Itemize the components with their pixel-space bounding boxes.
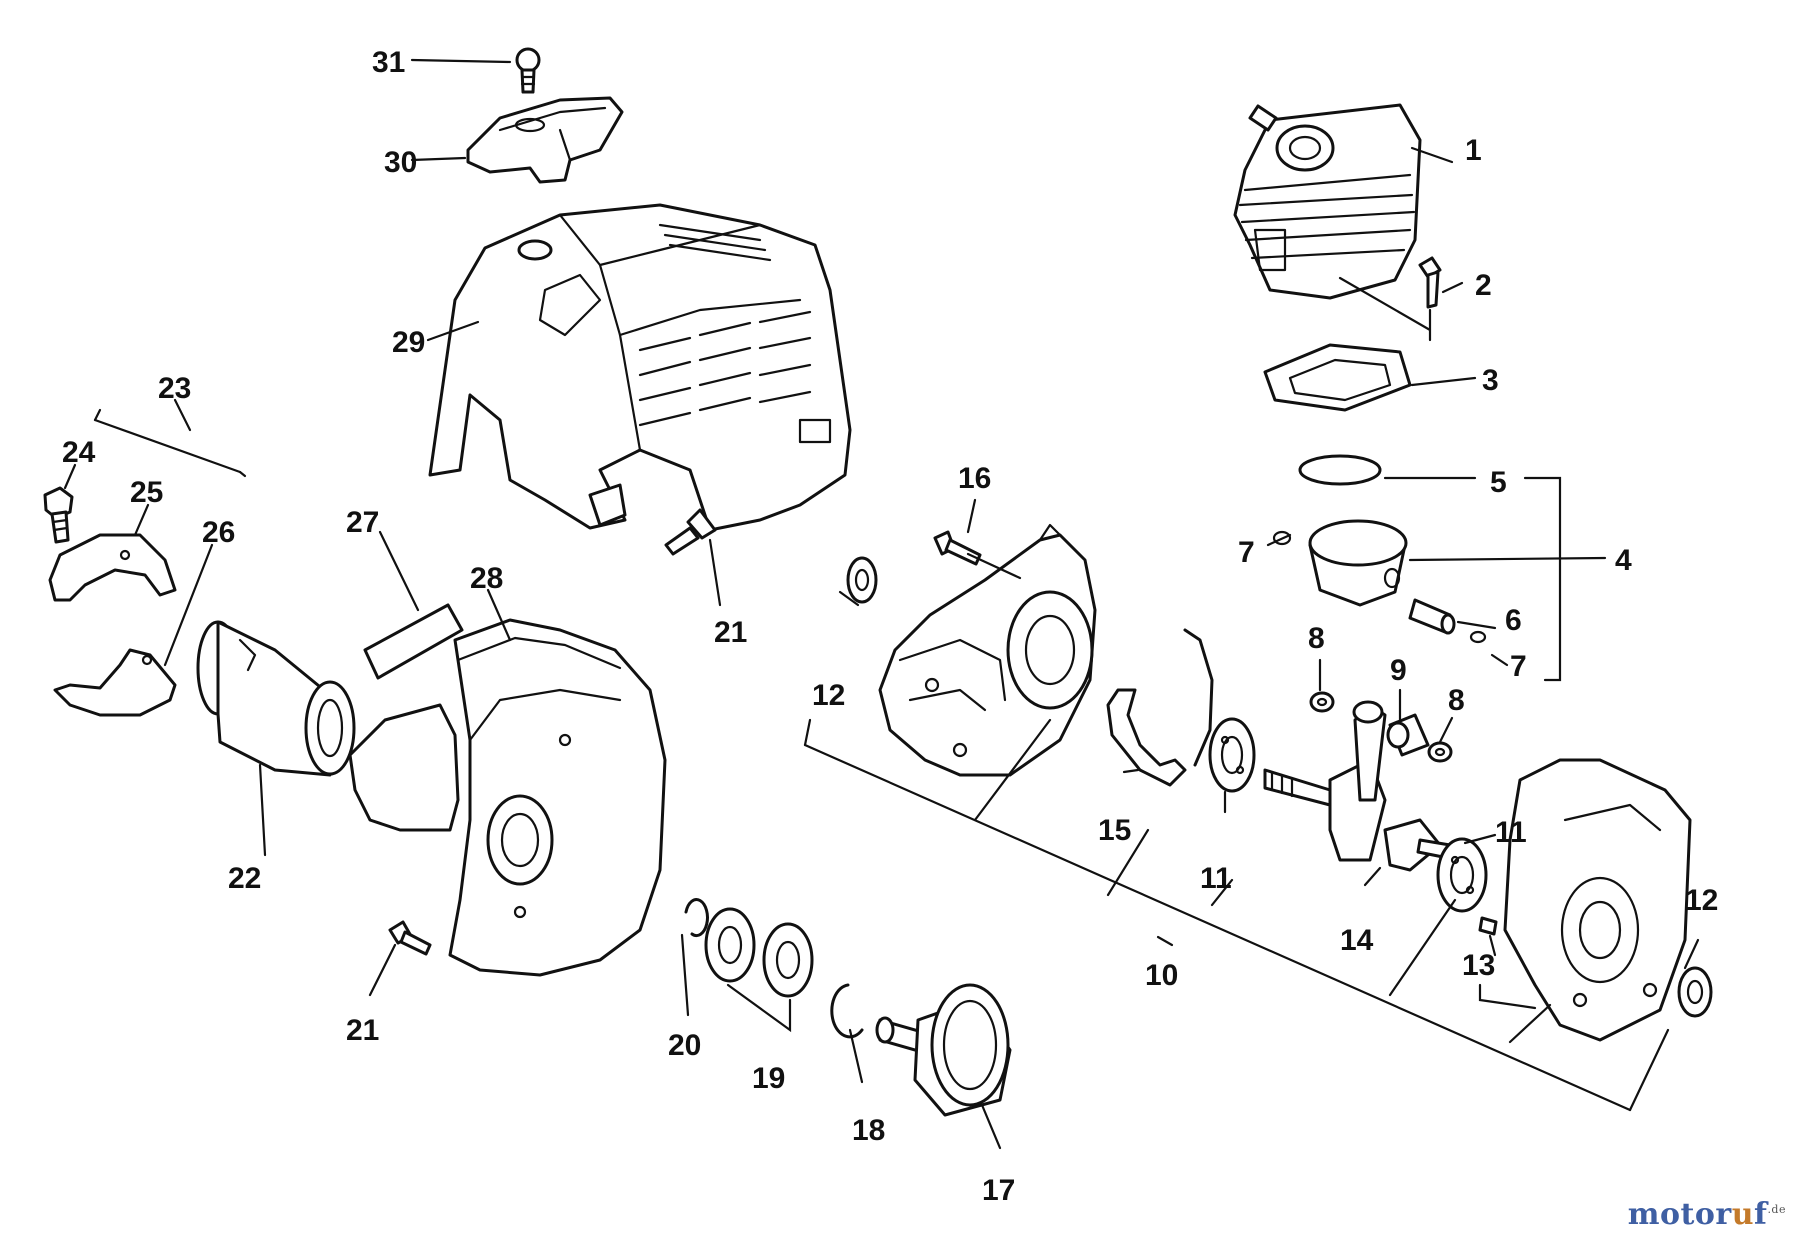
part-19-bearing-pair <box>704 907 814 998</box>
callout-7-lower: 7 <box>1510 650 1527 683</box>
callout-13: 13 <box>1462 949 1495 982</box>
part-30-top-cover <box>466 96 624 184</box>
callout-28: 28 <box>470 562 503 595</box>
callout-31: 31 <box>372 46 405 79</box>
callout-17: 17 <box>982 1174 1015 1207</box>
callout-24: 24 <box>62 436 96 469</box>
part-12-oil-seal-left <box>846 556 878 604</box>
part-10-crankcase-half-left <box>878 523 1097 777</box>
callout-27: 27 <box>346 506 379 539</box>
callout-numbers: 31 30 29 1 2 3 5 4 7 6 7 8 9 8 16 12 15 … <box>62 46 1718 1207</box>
callout-11-left: 11 <box>1200 862 1232 895</box>
callout-23: 23 <box>158 372 191 405</box>
callout-7-upper: 7 <box>1238 536 1255 569</box>
callout-25: 25 <box>130 476 163 509</box>
part-8-washer-left <box>1309 691 1335 713</box>
callout-8-right: 8 <box>1448 684 1465 717</box>
callout-4: 4 <box>1615 544 1632 577</box>
part-4-piston <box>1308 519 1408 607</box>
part-21-screw-lower <box>388 920 432 956</box>
part-14-crankshaft <box>1263 700 1452 872</box>
part-29-engine-shroud <box>428 203 852 532</box>
callout-10: 10 <box>1145 959 1178 992</box>
callout-5: 5 <box>1490 466 1507 499</box>
part-10-crankcase-half-right <box>1503 758 1692 1042</box>
callout-30: 30 <box>384 146 417 179</box>
part-3-gasket <box>1263 343 1412 412</box>
callout-1: 1 <box>1465 134 1482 167</box>
callout-19: 19 <box>752 1062 785 1095</box>
callout-9: 9 <box>1390 654 1407 687</box>
watermark-logo: motoruf.de <box>1627 1197 1786 1232</box>
part-31-screw <box>515 47 541 94</box>
part-16-screw <box>933 530 982 566</box>
callout-26: 26 <box>202 516 235 549</box>
callout-8-left: 8 <box>1308 622 1325 655</box>
part-2-bolt <box>1418 256 1442 309</box>
callout-6: 6 <box>1505 604 1522 637</box>
part-8-washer-right <box>1427 741 1453 763</box>
part-25-clamp-upper <box>48 533 177 602</box>
part-27-label <box>363 603 464 680</box>
part-12-oil-seal-right <box>1677 966 1713 1018</box>
part-7-circlip-upper <box>1272 530 1292 546</box>
callout-21-upper: 21 <box>714 616 747 649</box>
part-24-bolt <box>43 486 74 544</box>
part-20-circlip <box>684 898 709 938</box>
callout-15: 15 <box>1098 814 1131 847</box>
part-21-screw-upper <box>664 508 717 556</box>
callout-18: 18 <box>852 1114 885 1147</box>
part-1-cylinder <box>1233 103 1422 300</box>
callout-29: 29 <box>392 326 425 359</box>
part-28-fan-housing <box>348 618 667 977</box>
callout-14: 14 <box>1340 924 1374 957</box>
part-17-clutch-drum <box>875 983 1012 1117</box>
part-5-piston-ring <box>1298 454 1382 486</box>
callout-16: 16 <box>958 462 991 495</box>
part-7-circlip-lower <box>1469 630 1487 644</box>
leader-lines <box>63 58 1700 1150</box>
callout-20: 20 <box>668 1029 701 1062</box>
callout-22: 22 <box>228 862 261 895</box>
part-26-clamp-lower <box>53 648 177 717</box>
part-9-needle-bearing <box>1386 713 1430 757</box>
part-11-bearing-right <box>1436 837 1488 913</box>
part-18-circlip <box>830 983 864 1039</box>
callout-21-lower: 21 <box>346 1014 379 1047</box>
part-13-dowel-pin <box>1478 916 1498 936</box>
callout-12-left: 12 <box>812 679 845 712</box>
callout-3: 3 <box>1482 364 1499 397</box>
part-11-bearing-left <box>1208 717 1256 793</box>
part-15-crankcase-gasket <box>1106 628 1214 787</box>
part-6-piston-pin <box>1408 598 1456 635</box>
callout-2: 2 <box>1475 269 1492 302</box>
callout-12-right: 12 <box>1685 884 1718 917</box>
part-22-intake-tube <box>196 620 356 777</box>
callout-11-right: 11 <box>1495 816 1527 849</box>
